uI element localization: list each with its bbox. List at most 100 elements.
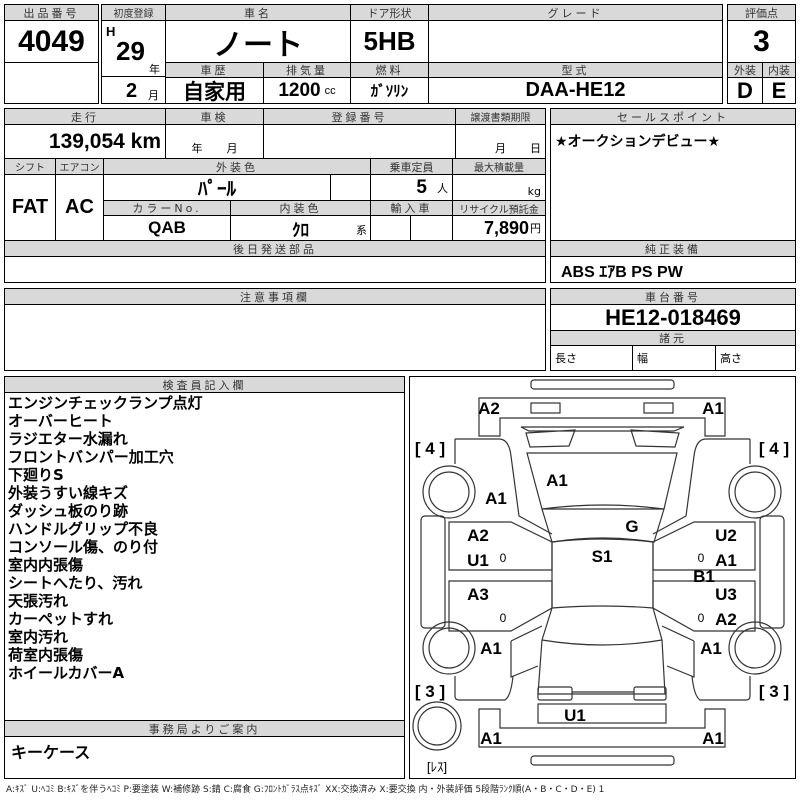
front-bumper — [478, 397, 726, 437]
import-label: 輸入車 — [370, 200, 453, 216]
right-taillight — [633, 686, 667, 701]
damage-mark: A1 — [700, 639, 722, 658]
rear-left-wheel-inner — [428, 627, 470, 669]
model-label: 型式 — [428, 62, 723, 78]
door-mark: 0 — [697, 551, 705, 565]
inspector-list: エンジンチェックランプ点灯 オーバーヒート ラジエター水漏れ フロントバンパー加… — [8, 394, 203, 682]
notes — [4, 304, 546, 371]
inspector-item: ホイールカバーA — [8, 664, 125, 682]
chassis-label: 車台番号 — [550, 288, 796, 305]
office-label: 事務局よりご案内 — [4, 720, 405, 737]
exterior-grade: D — [727, 77, 763, 104]
notes-label: 注意事項欄 — [4, 288, 546, 305]
damage-mark: A1 — [702, 399, 724, 418]
rear-fenders — [454, 675, 751, 701]
damage-mark: A1 — [480, 729, 502, 748]
car-name-label: 車名 — [165, 4, 351, 21]
spec-height: 高さ — [715, 345, 796, 371]
month-unit: 月 — [148, 89, 159, 102]
capacity-value: 5 — [416, 176, 427, 198]
left-taillight — [537, 686, 573, 701]
damage-mark: A2 — [478, 399, 500, 418]
equipment: ABS ｴｱB PS PW — [550, 256, 796, 283]
shift: FAT — [4, 174, 56, 241]
damage-mark: A2 — [467, 526, 489, 545]
tire-tread-mark: [ 3 ] — [758, 682, 790, 701]
inspector-item: ハンドルグリップ不良 — [8, 520, 159, 538]
int-color: ｸﾛ系 — [230, 215, 371, 241]
capacity-label: 乗車定員 — [370, 158, 453, 175]
mileage: 139,054 km — [4, 124, 166, 159]
ac: AC — [55, 174, 104, 241]
reg-month: 2 — [126, 80, 138, 102]
damage-mark: A1 — [485, 489, 507, 508]
spec-length: 長さ — [550, 345, 633, 371]
int-color-suffix: 系 — [356, 225, 367, 237]
door-mark: 0 — [697, 611, 705, 625]
inspection-month-unit: 月 — [226, 142, 238, 155]
inspection-label: 車検 — [165, 108, 264, 125]
tire-tread-mark: [ 4 ] — [414, 439, 446, 458]
import-cell-1 — [370, 215, 411, 241]
transfer-deadline: 月日 — [455, 124, 546, 159]
office-notice: キーケース — [4, 736, 405, 779]
inspection-year-unit: 年 — [191, 142, 203, 155]
inspector-item: シートへたり、汚れ — [8, 574, 143, 592]
inspector-item: コンソール傷、のり付 — [8, 538, 159, 556]
grade-label: グレード — [428, 4, 723, 21]
spare-tire-inner — [417, 706, 457, 746]
later-parts-label: 後日発送部品 — [4, 240, 546, 257]
color-no: QAB — [103, 215, 231, 241]
ext-color: ﾊﾟｰﾙ — [103, 174, 331, 201]
era: H — [106, 24, 116, 39]
inspector-item: 室内内張傷 — [8, 556, 84, 574]
right-side-step — [759, 515, 785, 629]
transfer-month-unit: 月 — [495, 142, 506, 155]
inspector-label: 検査員記入欄 — [4, 376, 405, 393]
front-left-wheel — [422, 465, 476, 519]
damage-mark: A2 — [715, 610, 737, 629]
fuel: ｶﾞｿﾘﾝ — [350, 77, 429, 104]
equipment-label: 純正装備 — [550, 240, 796, 257]
front-fenders — [455, 438, 750, 535]
inspector-item: フロントバンパー加工穴 — [8, 448, 174, 466]
inspector-item: ダッシュ板のり跡 — [8, 502, 129, 520]
inspector-item: 天張汚れ — [8, 592, 69, 610]
reg-no-label: 登録番号 — [263, 108, 456, 125]
damage-mark: U1 — [467, 551, 489, 570]
damage-mark: U3 — [715, 585, 737, 604]
fuel-label: 燃料 — [350, 62, 429, 78]
displacement-label: 排気量 — [263, 62, 351, 78]
import-cell-2 — [410, 215, 453, 241]
damage-mark: A1 — [715, 551, 737, 570]
grade — [428, 20, 723, 63]
damage-mark: B1 — [693, 567, 715, 586]
transfer-day-unit: 日 — [530, 142, 541, 155]
sales-point: ★オークションデビュー★ — [550, 124, 796, 241]
sales-point-label: セールスポイント — [550, 108, 796, 125]
reg-no — [263, 124, 456, 159]
lot-no-label: 出品番号 — [4, 4, 99, 21]
interior-grade: E — [762, 77, 796, 104]
inspector-item: 荷室内張傷 — [8, 646, 84, 664]
interior-label: 内装 — [762, 62, 796, 78]
displacement-unit: cc — [324, 84, 336, 97]
hood-windshield — [526, 452, 678, 543]
damage-code-legend: A:ｷｽﾞ U:ﾍｺﾐ B:ｷｽﾞを伴うﾍｺﾐ P:要塗装 W:補修跡 S:錆 … — [6, 785, 605, 795]
transfer-label: 譲渡書類期限 — [455, 108, 546, 125]
door-label: ドア形状 — [350, 4, 429, 21]
score-label: 評価点 — [727, 4, 796, 21]
chassis-number: HE12-018469 — [550, 304, 796, 331]
car-outline-diagram — [412, 379, 785, 766]
color-no-label: カラーNo. — [103, 200, 231, 216]
damage-mark: A1 — [480, 639, 502, 658]
door-mark: 0 — [499, 611, 507, 625]
model: DAA-HE12 — [428, 77, 723, 104]
displacement-value: 1200 — [278, 79, 321, 101]
left-side-step — [420, 515, 446, 629]
front-right-wheel — [728, 465, 782, 519]
front-right-wheel-inner — [734, 471, 776, 513]
reg-year: 29 — [116, 36, 145, 66]
rear-right-wheel-inner — [734, 627, 776, 669]
first-reg-label: 初度登録 — [101, 4, 166, 21]
